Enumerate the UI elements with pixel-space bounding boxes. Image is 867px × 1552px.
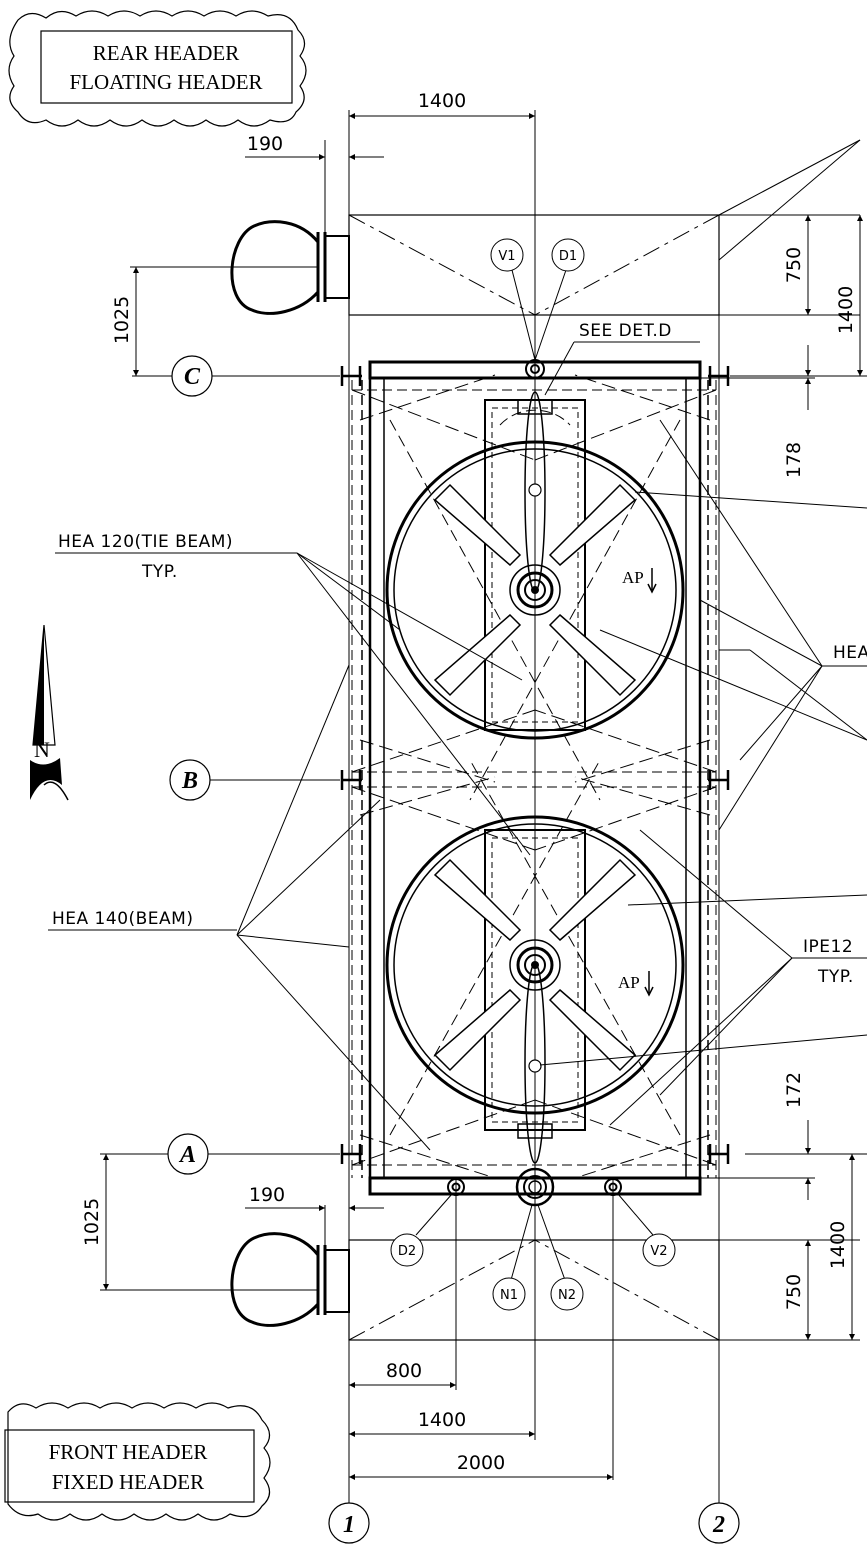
svg-text:D1: D1	[559, 249, 577, 264]
see-det-label: SEE DET.D	[579, 321, 672, 341]
rear-manifold	[230, 220, 350, 315]
svg-text:N1: N1	[500, 1288, 518, 1303]
front-manifold	[230, 1232, 350, 1327]
tie-beam-callout: HEA 120(TIE BEAM) TYP.	[55, 532, 531, 856]
grid-a: A	[100, 1133, 867, 1175]
hea-right-label: HEA	[833, 643, 867, 663]
dim-rear-1025: 1025	[111, 296, 133, 344]
dim-bottom-190: 190	[249, 1184, 285, 1206]
svg-text:V1: V1	[498, 249, 515, 264]
nozzle-v1: V1	[490, 238, 524, 272]
dim-right-178: 178	[783, 442, 805, 478]
north-label: N	[34, 737, 50, 762]
ipe-label: IPE12	[803, 937, 853, 957]
rear-header-note: REAR HEADER FLOATING HEADER	[8, 10, 307, 127]
airflow-bottom: AP	[618, 971, 654, 997]
dim-bottom-2000: 2000	[457, 1452, 505, 1474]
grid-c: C	[132, 355, 867, 397]
svg-text:1: 1	[343, 1512, 355, 1538]
front-header-line1: FRONT HEADER	[49, 1440, 208, 1464]
dim-top-190: 190	[247, 133, 283, 155]
svg-text:D2: D2	[398, 1244, 416, 1259]
grid-b: B	[169, 759, 340, 801]
right-leaders	[539, 491, 867, 1066]
tie-beam-label: HEA 120(TIE BEAM)	[58, 532, 233, 552]
dim-right-750-top: 750	[783, 247, 805, 283]
rear-header-line2: FLOATING HEADER	[69, 70, 262, 94]
rear-header-line1: REAR HEADER	[93, 41, 239, 65]
svg-text:N2: N2	[558, 1288, 576, 1303]
ipe-typ: TYP.	[817, 967, 854, 987]
nozzle-n1: N1	[492, 1277, 526, 1311]
ipe-callout: IPE12 TYP.	[609, 829, 867, 1126]
nozzle-leaders	[415, 269, 654, 1281]
beam-callout: HEA 140(BEAM)	[48, 664, 431, 1151]
grid-2: 2	[698, 1502, 740, 1544]
nozzle-n2: N2	[550, 1277, 584, 1311]
dim-right-1400-bottom: 1400	[827, 1221, 849, 1269]
fan-top	[385, 391, 685, 740]
svg-text:B: B	[181, 768, 198, 794]
grid-1: 1	[328, 1502, 370, 1544]
nozzle-v2: V2	[642, 1233, 676, 1267]
nozzle-d1: D1	[551, 238, 585, 272]
ap-top-label: AP	[622, 568, 644, 587]
airflow-top: AP	[622, 568, 657, 594]
beam-label: HEA 140(BEAM)	[52, 909, 193, 929]
fan-bottom	[385, 815, 685, 1164]
dim-front-1025: 1025	[81, 1198, 103, 1246]
hea-right-callout: HEA	[659, 419, 867, 831]
svg-text:2: 2	[712, 1512, 725, 1538]
rear-header-box	[348, 139, 861, 316]
tie-beam-typ: TYP.	[141, 562, 178, 582]
dim-right-172: 172	[783, 1072, 805, 1108]
ap-bottom-label: AP	[618, 973, 640, 992]
dim-bottom-1400: 1400	[418, 1409, 466, 1431]
svg-text:A: A	[178, 1142, 196, 1168]
dimension-lines	[100, 113, 863, 1480]
svg-text:C: C	[184, 364, 201, 390]
north-arrow: N	[30, 624, 69, 801]
dim-right-750-bottom: 750	[783, 1274, 805, 1310]
see-detail-callout: SEE DET.D	[544, 321, 700, 396]
front-header-note: FRONT HEADER FIXED HEADER	[4, 1402, 271, 1521]
frame	[340, 360, 730, 1196]
nozzle-d2: D2	[390, 1233, 424, 1267]
svg-text:V2: V2	[650, 1244, 667, 1259]
dim-top-1400: 1400	[418, 90, 466, 112]
front-header-line2: FIXED HEADER	[52, 1470, 204, 1494]
dim-bottom-800: 800	[386, 1360, 422, 1382]
dim-right-1400-top: 1400	[835, 286, 857, 334]
